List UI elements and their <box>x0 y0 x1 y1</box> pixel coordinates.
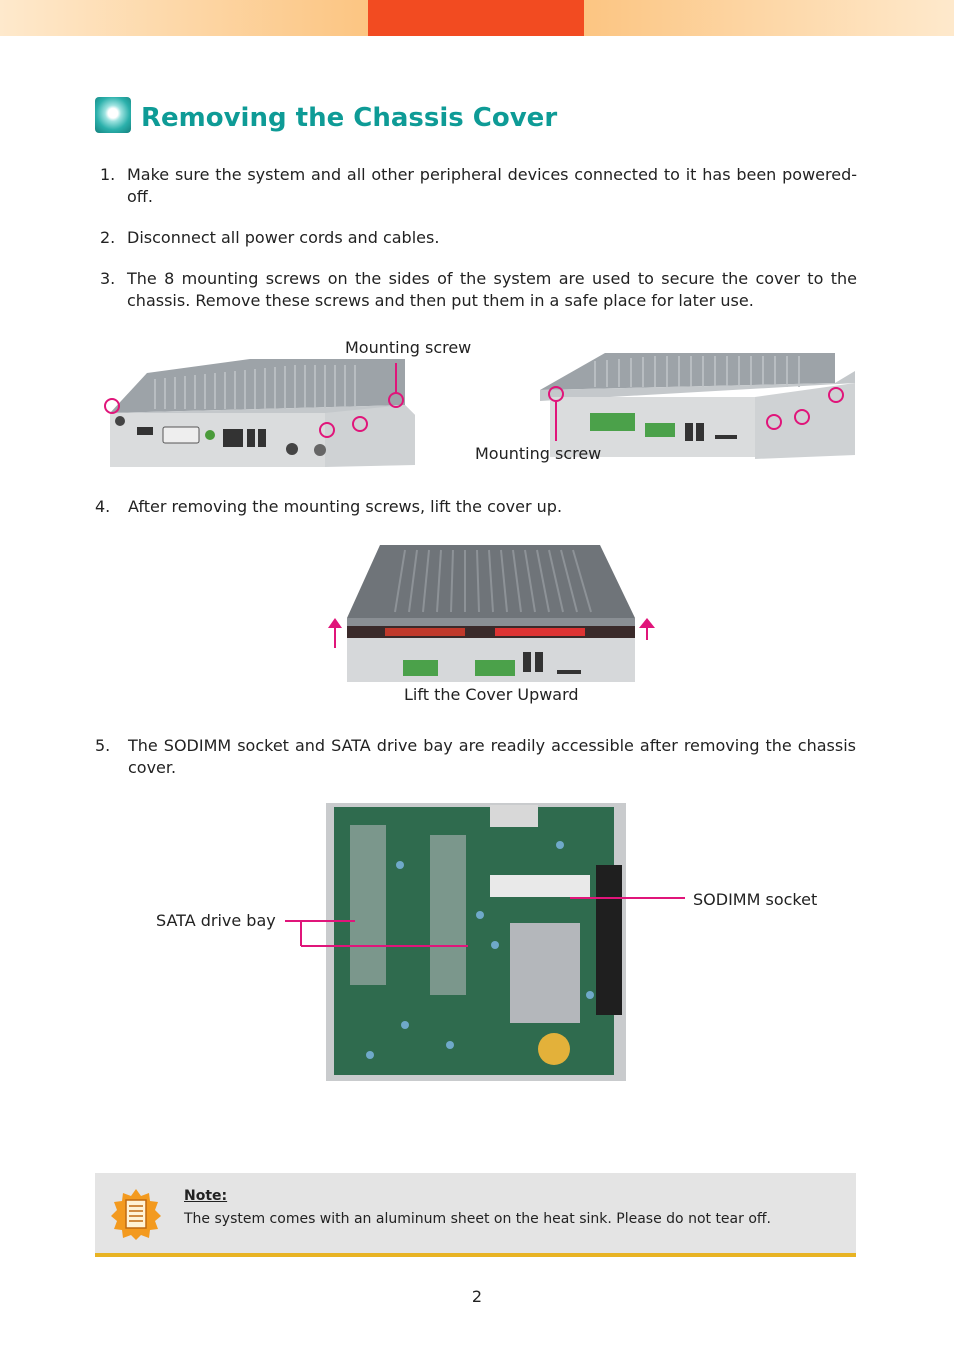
motherboard-figure <box>285 803 685 1081</box>
lift-cover-figure <box>328 545 655 682</box>
note-title: Note: <box>184 1188 228 1204</box>
step-4: 4. After removing the mounting screws, l… <box>95 497 563 516</box>
lift-arrow-left-icon <box>328 618 342 648</box>
page-title: Removing the Chassis Cover <box>141 103 558 133</box>
page-number: 2 <box>471 1287 483 1306</box>
step-2: 2. Disconnect all power cords and cables… <box>100 228 440 247</box>
lift-caption: Lift the Cover Upward <box>404 685 579 704</box>
sata-drive-bay-callout <box>285 920 468 947</box>
system-rear-view <box>540 353 855 459</box>
header-bar-accent <box>368 0 584 36</box>
step-3: 3. The 8 mounting screws on the sides of… <box>100 269 857 310</box>
note-box <box>95 1173 856 1257</box>
mounting-screws-figure <box>104 353 855 467</box>
sodimm-socket-label: SODIMM socket <box>693 890 818 909</box>
step-1: 1. Make sure the system and all other pe… <box>100 165 857 206</box>
sata-drive-bay-label: SATA drive bay <box>156 911 276 930</box>
system-front-view <box>110 359 415 467</box>
header-bar-right <box>584 0 954 36</box>
mounting-screw-label-bottom: Mounting screw <box>475 444 602 463</box>
note-text: The system comes with an aluminum sheet … <box>184 1211 771 1227</box>
step-5: 5. The SODIMM socket and SATA drive bay … <box>95 736 856 777</box>
teal-bullet-icon <box>95 97 131 133</box>
note-icon <box>111 1189 161 1240</box>
lift-arrow-right-icon <box>639 618 655 640</box>
header-bar-left <box>0 0 368 36</box>
mounting-screw-label-top: Mounting screw <box>345 338 472 357</box>
